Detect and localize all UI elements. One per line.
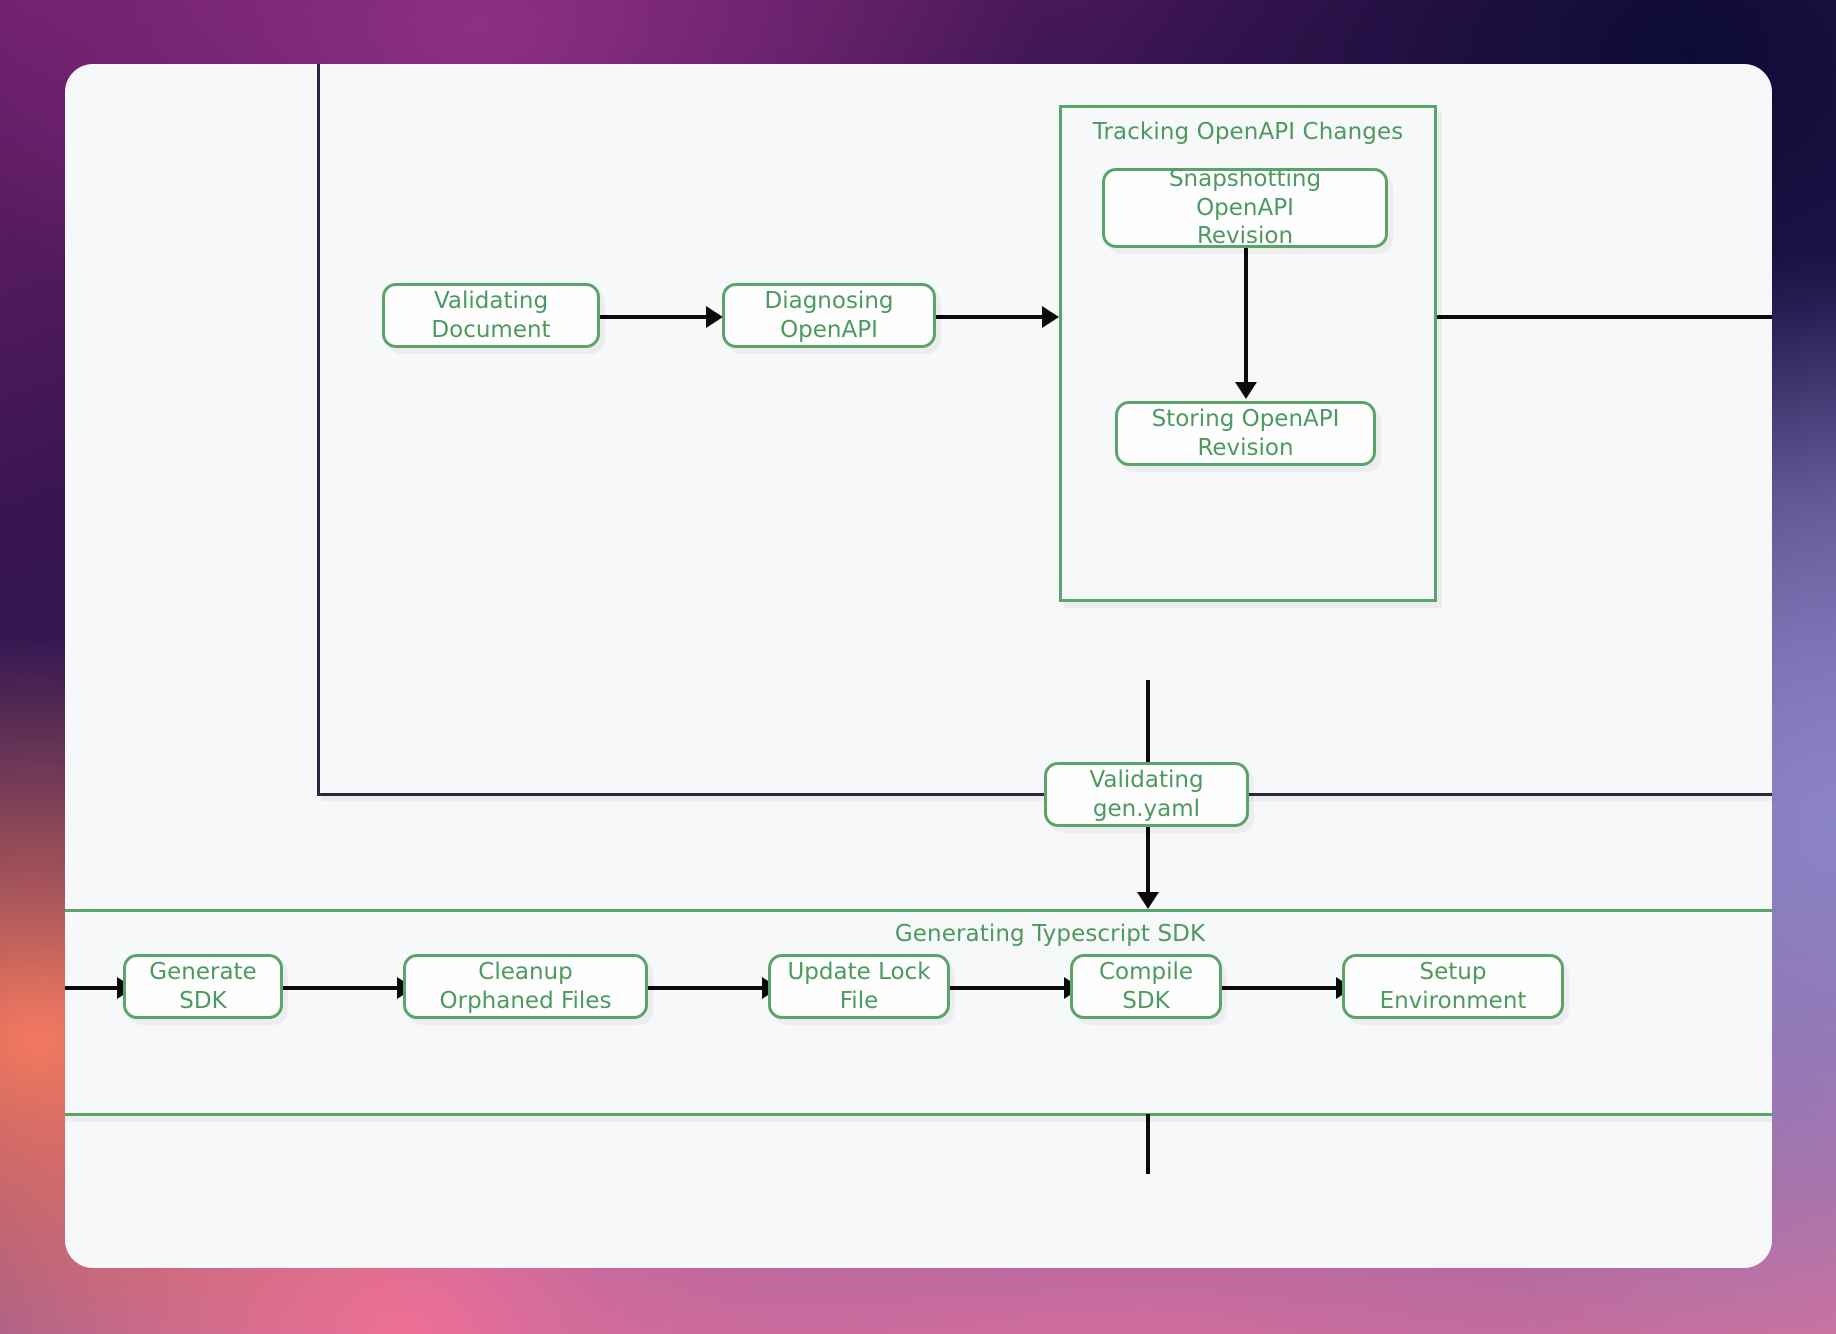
node-validating-gen-yaml[interactable]: Validating gen.yaml — [1044, 762, 1249, 827]
edge-generating-exit-down — [1146, 1114, 1150, 1174]
node-label: Compile SDK — [1098, 958, 1194, 1014]
edge-tracking-to-validating-gen-yaml — [1146, 680, 1150, 780]
node-label: Snapshotting OpenAPI Revision — [1168, 165, 1322, 250]
node-label: Update Lock File — [787, 958, 931, 1014]
edge-diagnosing-openapi-to-tracking — [936, 315, 1054, 319]
node-compile-sdk[interactable]: Compile SDK — [1070, 954, 1222, 1019]
edge-arrowhead — [1042, 306, 1059, 328]
diagram-layer: Tracking OpenAPI Changes Generating Type… — [65, 64, 1772, 1268]
node-cleanup-orphaned-files[interactable]: Cleanup Orphaned Files — [403, 954, 648, 1019]
node-label: Setup Environment — [1379, 958, 1527, 1014]
edge-arrowhead — [1137, 892, 1159, 909]
edge-compile-sdk-to-setup-environment — [1222, 986, 1342, 990]
edge-cleanup-orphaned-files-to-update-lock-file — [648, 986, 768, 990]
node-diagnosing-openapi[interactable]: Diagnosing OpenAPI — [722, 283, 936, 348]
edge-update-lock-file-to-compile-sdk — [950, 986, 1070, 990]
diagram-canvas[interactable]: Tracking OpenAPI Changes Generating Type… — [65, 64, 1772, 1268]
edge-validating-gen-yaml-to-generating — [1146, 827, 1150, 899]
node-storing-openapi-revision[interactable]: Storing OpenAPI Revision — [1115, 401, 1376, 466]
node-label: Generate SDK — [149, 958, 257, 1014]
node-update-lock-file[interactable]: Update Lock File — [768, 954, 950, 1019]
node-label: Storing OpenAPI Revision — [1151, 405, 1340, 461]
node-validating-document[interactable]: Validating Document — [382, 283, 600, 348]
node-setup-environment[interactable]: Setup Environment — [1342, 954, 1564, 1019]
edge-entry-to-generate-sdk — [65, 986, 123, 990]
node-label: Diagnosing OpenAPI — [764, 287, 894, 343]
node-label: Validating Document — [431, 287, 551, 343]
node-label: Cleanup Orphaned Files — [439, 958, 612, 1014]
edge-arrowhead — [1235, 382, 1257, 399]
subgraph-generating-title: Generating Typescript SDK — [894, 921, 1206, 947]
node-generate-sdk[interactable]: Generate SDK — [123, 954, 283, 1019]
node-label: Validating gen.yaml — [1089, 766, 1204, 822]
edge-validating-document-to-diagnosing-openapi — [600, 315, 712, 319]
edge-tracking-to-right-exit — [1437, 315, 1772, 319]
subgraph-tracking-title: Tracking OpenAPI Changes — [1092, 119, 1404, 145]
node-snapshotting-openapi-revision[interactable]: Snapshotting OpenAPI Revision — [1102, 166, 1388, 249]
edge-generate-sdk-to-cleanup-orphaned-files — [283, 986, 403, 990]
edge-snapshotting-to-storing — [1244, 248, 1248, 388]
subgraph-outer-container — [317, 64, 1772, 796]
subgraph-tracking-openapi-changes — [1059, 105, 1437, 602]
subgraph-generating-typescript-sdk — [65, 909, 1772, 1116]
edge-arrowhead — [706, 306, 723, 328]
